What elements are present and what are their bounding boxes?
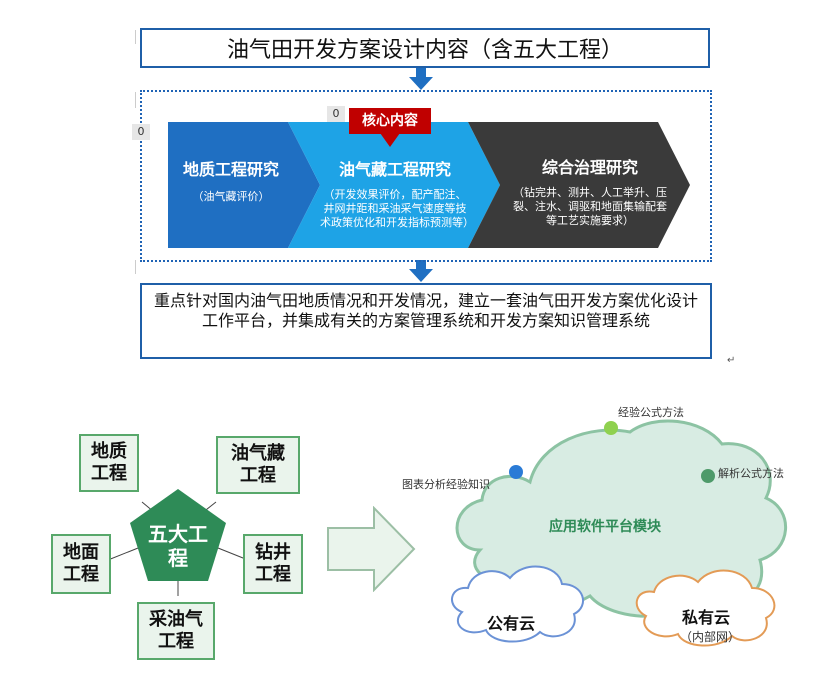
cloud-main-label: 应用软件平台模块 xyxy=(549,519,661,535)
down-arrow-icon xyxy=(409,260,433,282)
stage-description: （油气藏评价） xyxy=(192,190,270,203)
core-content-tag: 核心内容 xyxy=(349,108,431,134)
project-label: 油气藏工程 xyxy=(231,443,285,486)
private-cloud-sublabel: （内部网） xyxy=(680,630,741,644)
right-arrow-icon xyxy=(327,506,416,592)
stage-chevrons xyxy=(168,122,690,248)
anchor-marker: 0 xyxy=(327,106,345,122)
down-arrow-icon xyxy=(409,68,433,90)
cloud-node-label: 解析公式方法 xyxy=(718,467,784,480)
diagram-title-text: 油气田开发方案设计内容（含五大工程） xyxy=(226,38,623,63)
pentagon-icon xyxy=(130,489,226,581)
project-geology: 地质工程 xyxy=(79,434,139,492)
stage-geology: 地质工程研究 （油气藏评价） xyxy=(168,156,294,204)
project-label: 钻井工程 xyxy=(255,542,291,585)
research-stages-container xyxy=(140,90,712,262)
stage-treatment: 综合治理研究 （钻完井、测井、人工举升、压裂、注水、调驱和地面集输配套等工艺实施… xyxy=(510,154,670,228)
down-arrow-icon xyxy=(380,133,400,147)
summary-box: 重点针对国内油气田地质情况和开发情况，建立一套油气田开发方案优化设计工作平台，并… xyxy=(140,283,712,359)
project-reservoir: 油气藏工程 xyxy=(216,436,300,494)
private-cloud-label: 私有云 xyxy=(682,608,731,627)
stage-description: （钻完井、测井、人工举升、压裂、注水、调驱和地面集输配套等工艺实施要求） xyxy=(513,186,667,227)
stage-chevron-treatment xyxy=(468,122,690,248)
margin-line xyxy=(135,260,136,274)
stage-title: 油气藏工程研究 xyxy=(338,160,451,179)
five-projects-center: 五大工程 xyxy=(148,522,208,570)
stage-title: 综合治理研究 xyxy=(541,158,638,177)
project-production: 采油气工程 xyxy=(137,602,215,660)
project-drilling: 钻井工程 xyxy=(243,534,303,594)
anchor-marker: 0 xyxy=(132,124,150,140)
stage-reservoir: 油气藏工程研究 （开发效果评价，配产配注、井网井距和采油采气速度等技术政策优化和… xyxy=(320,156,474,230)
stage-chevron-reservoir xyxy=(288,122,500,248)
cloud-node-label: 图表分析经验知识 xyxy=(402,478,490,491)
summary-text: 重点针对国内油气田地质情况和开发情况，建立一套油气田开发方案优化设计工作平台，并… xyxy=(153,291,698,330)
cloud-graphic xyxy=(451,419,788,647)
margin-line xyxy=(135,30,136,44)
stage-chevron-geology xyxy=(168,122,320,248)
project-surface: 地面工程 xyxy=(51,534,111,594)
diagram-title: 油气田开发方案设计内容（含五大工程） xyxy=(140,28,710,68)
project-label: 地质工程 xyxy=(91,441,127,484)
project-label: 地面工程 xyxy=(63,542,99,585)
margin-line xyxy=(135,92,136,108)
paragraph-mark: ↵ xyxy=(727,355,736,366)
public-cloud-label: 公有云 xyxy=(487,614,536,633)
stage-title: 地质工程研究 xyxy=(182,160,279,179)
project-label: 采油气工程 xyxy=(149,609,203,652)
stage-description: （开发效果评价，配产配注、井网井距和采油采气速度等技术政策优化和开发指标预测等） xyxy=(320,188,474,229)
cloud-node-label: 经验公式方法 xyxy=(618,406,684,419)
